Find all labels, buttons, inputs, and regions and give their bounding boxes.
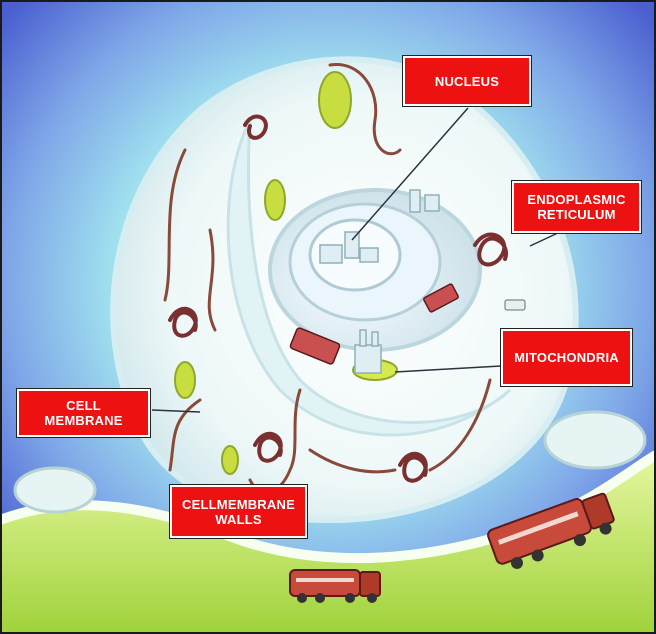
label-nucleus: NUCLEUS [403,56,531,106]
label-endoplasmic-reticulum: ENDOPLASMIC RETICULUM [512,181,641,233]
organelle-pod [222,446,238,474]
label-cell-membrane: CELL MEMBRANE [17,389,150,437]
organelle-pod [265,180,285,220]
side-pod-right [545,412,645,468]
side-pod-left [15,468,95,512]
label-mitochondria: MITOCHONDRIA [501,329,632,386]
label-cellmembrane-walls: CELLMEMBRANE WALLS [170,485,307,538]
organelle-pod [319,72,351,128]
organelle-pod [175,362,195,398]
